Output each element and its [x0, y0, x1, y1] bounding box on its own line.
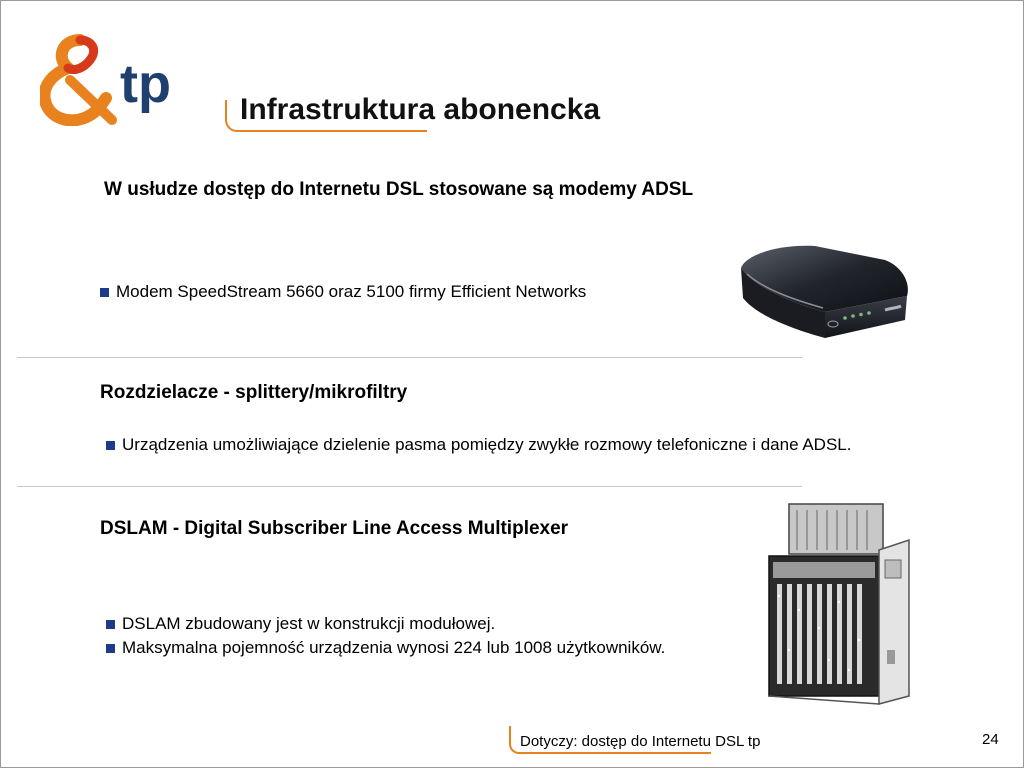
slide-title: Infrastruktura abonencka: [240, 93, 601, 126]
dslam-cabinet-image: [768, 503, 910, 705]
footer-bracket: [509, 726, 711, 754]
dslam-bullet-2-text: Maksymalna pojemność urządzenia wynosi 2…: [122, 638, 666, 657]
tp-logo: tp: [40, 34, 171, 126]
dslam-bullet-1-text: DSLAM zbudowany jest w konstrukcji moduł…: [122, 614, 496, 633]
modem-bullet: Modem SpeedStream 5660 oraz 5100 firmy E…: [100, 282, 586, 302]
dslam-bullet-2: Maksymalna pojemność urządzenia wynosi 2…: [106, 638, 665, 658]
splitter-bullet: Urządzenia umożliwiające dzielenie pasma…: [106, 435, 851, 455]
bullet-square-icon: [106, 619, 115, 629]
title-bracket: [225, 100, 427, 132]
logo-text: tp: [120, 54, 171, 114]
bullet-square-icon: [100, 287, 109, 297]
ampersand-icon: [40, 34, 117, 126]
bullet-square-icon: [106, 643, 115, 653]
dslam-heading: DSLAM - Digital Subscriber Line Access M…: [100, 518, 569, 539]
divider-2: [17, 486, 802, 487]
page-number: 24: [982, 731, 999, 748]
bullet-square-icon: [106, 440, 115, 450]
divider-1: [17, 357, 802, 358]
modem-bullet-text: Modem SpeedStream 5660 oraz 5100 firmy E…: [116, 282, 587, 301]
modem-image: [741, 245, 908, 338]
dslam-bullet-1: DSLAM zbudowany jest w konstrukcji moduł…: [106, 614, 495, 634]
footer-text: Dotyczy: dostęp do Internetu DSL tp: [520, 733, 761, 750]
slide-subtitle: W usłudze dostęp do Internetu DSL stosow…: [104, 179, 694, 200]
splitter-heading: Rozdzielacze - splittery/mikrofiltry: [100, 382, 408, 403]
splitter-bullet-text: Urządzenia umożliwiające dzielenie pasma…: [122, 435, 852, 454]
